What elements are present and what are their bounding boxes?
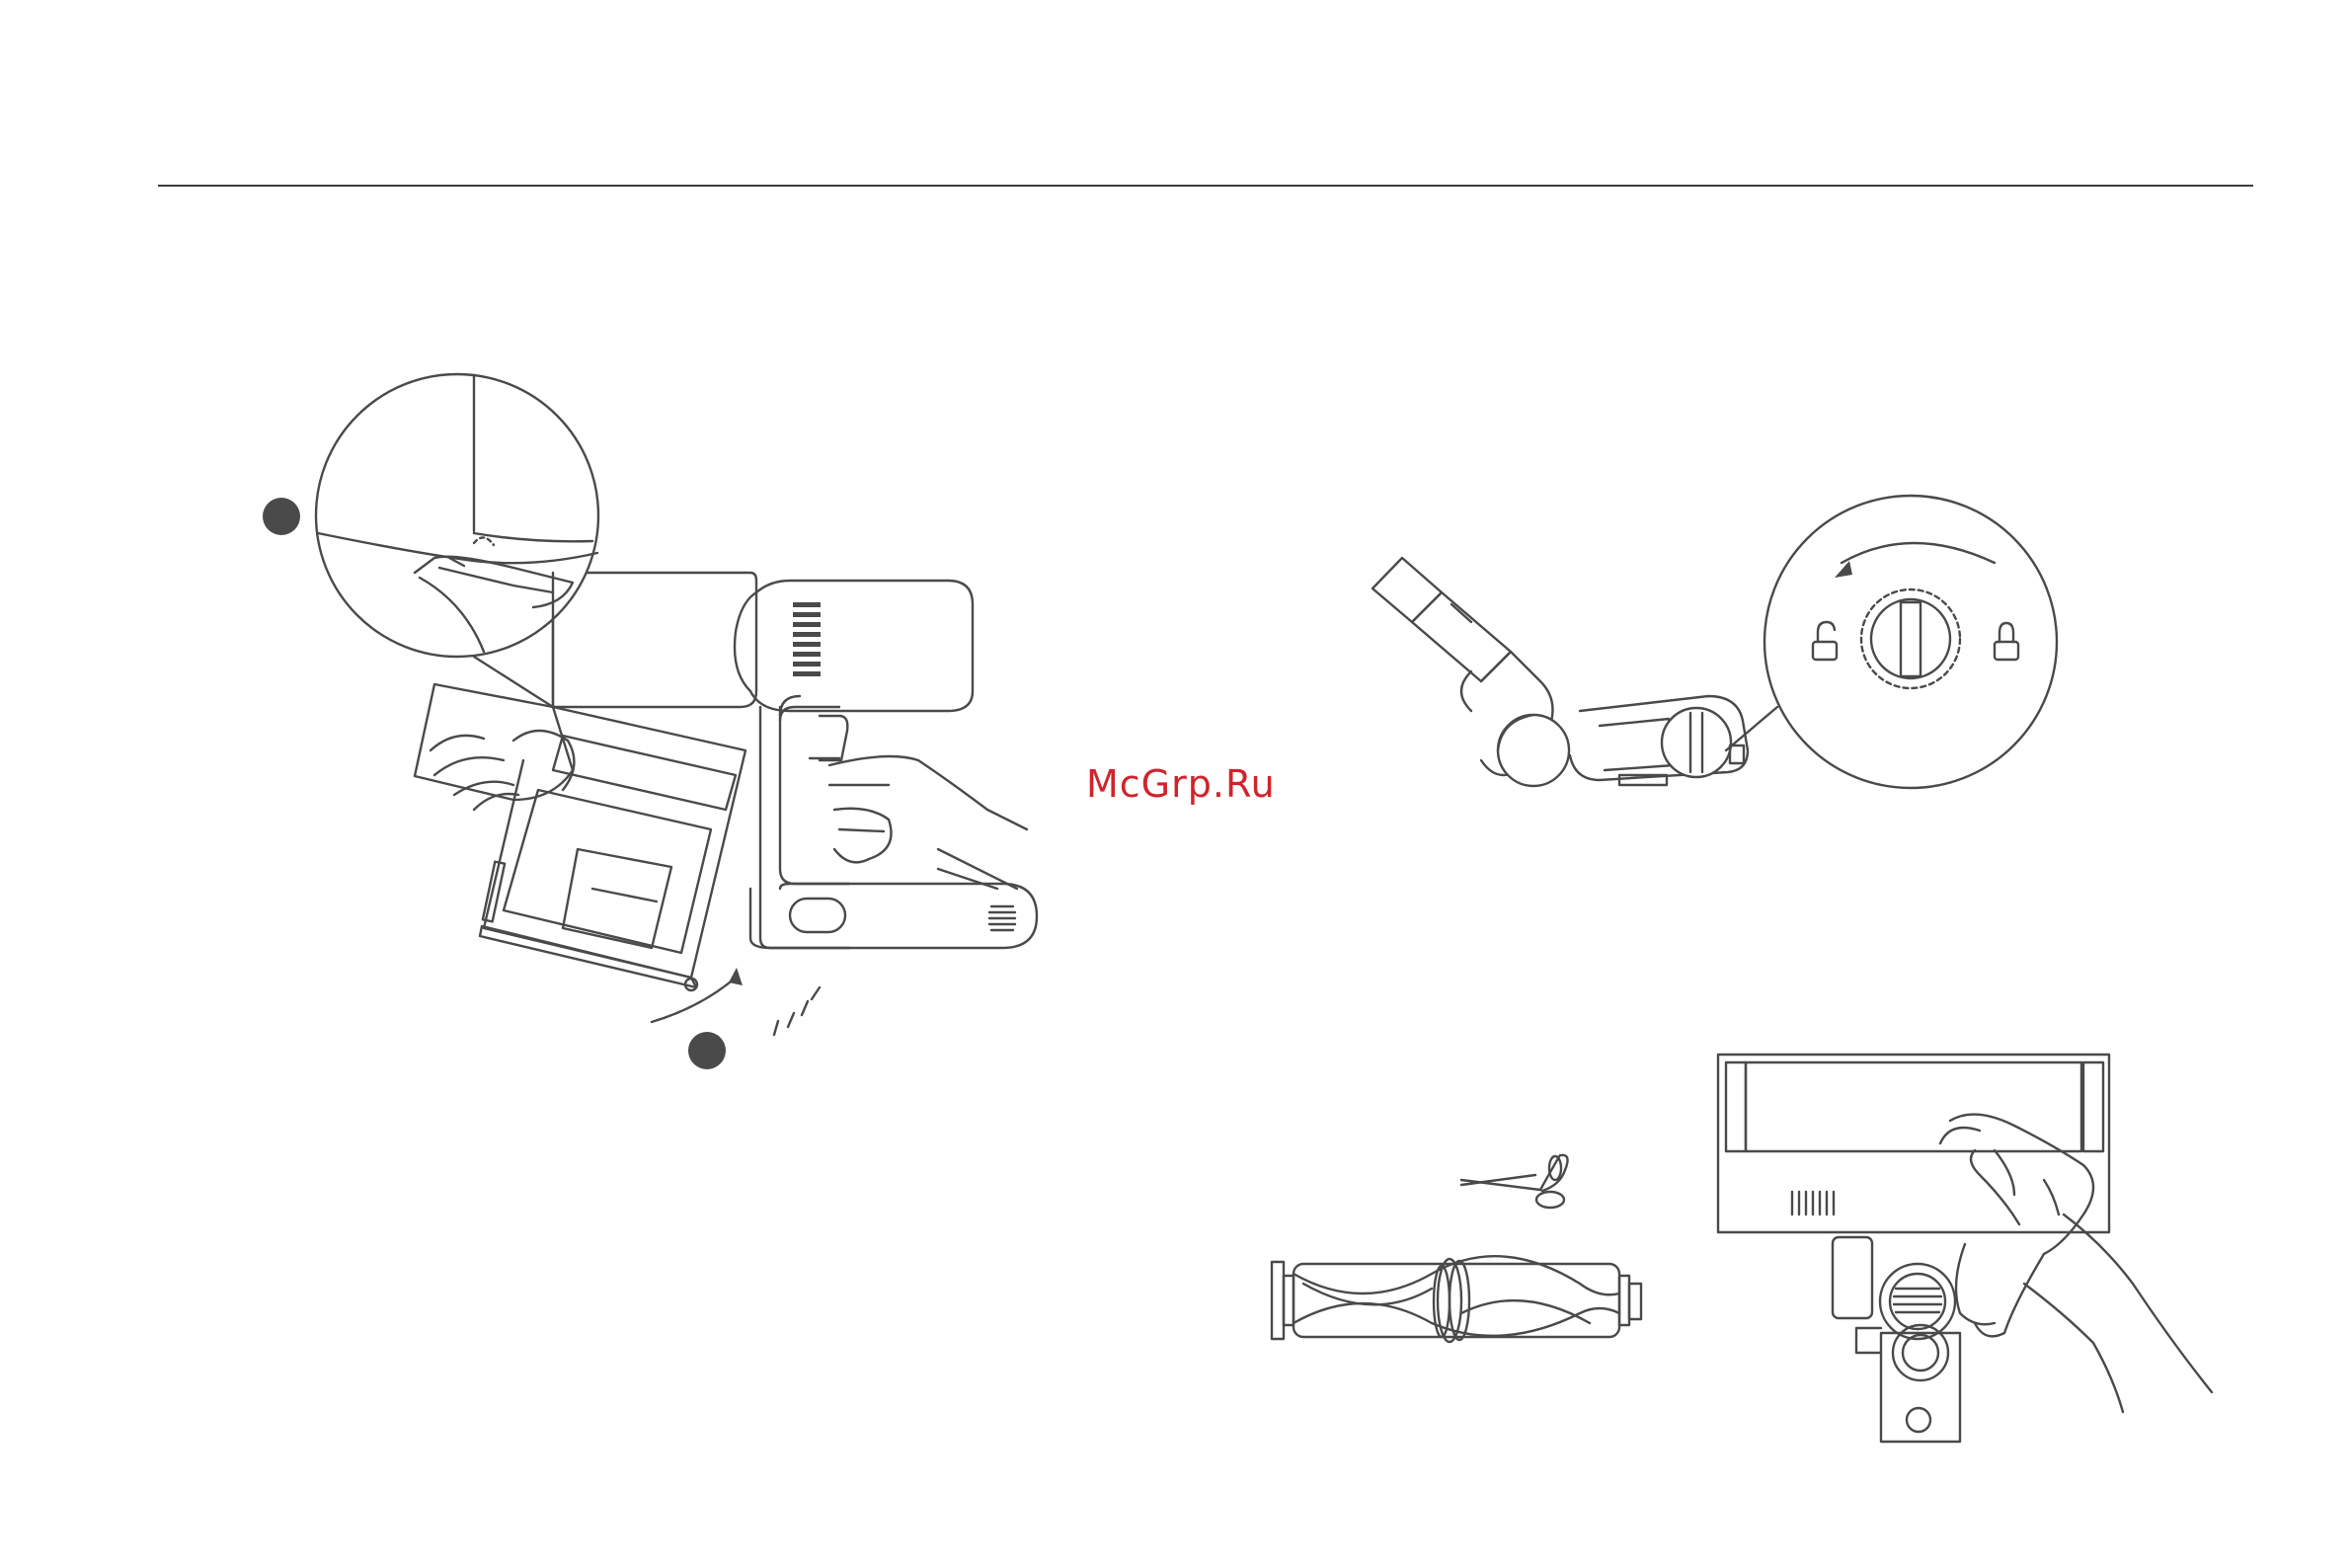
brush-head-wiping-illustration bbox=[1718, 1055, 2212, 1442]
step-marker-icon bbox=[688, 1032, 726, 1069]
head-vent bbox=[1792, 1192, 1834, 1215]
scissors-icon bbox=[1461, 1155, 1568, 1208]
step-marker-icon bbox=[263, 498, 300, 535]
brush-head-lock-illustration bbox=[1372, 496, 2057, 788]
brush-roll-cleaning-illustration bbox=[1272, 1155, 1641, 1342]
vent-grille bbox=[793, 602, 821, 676]
dust-bin-removal-illustration bbox=[263, 374, 1037, 1069]
battery-vent bbox=[989, 906, 1015, 930]
